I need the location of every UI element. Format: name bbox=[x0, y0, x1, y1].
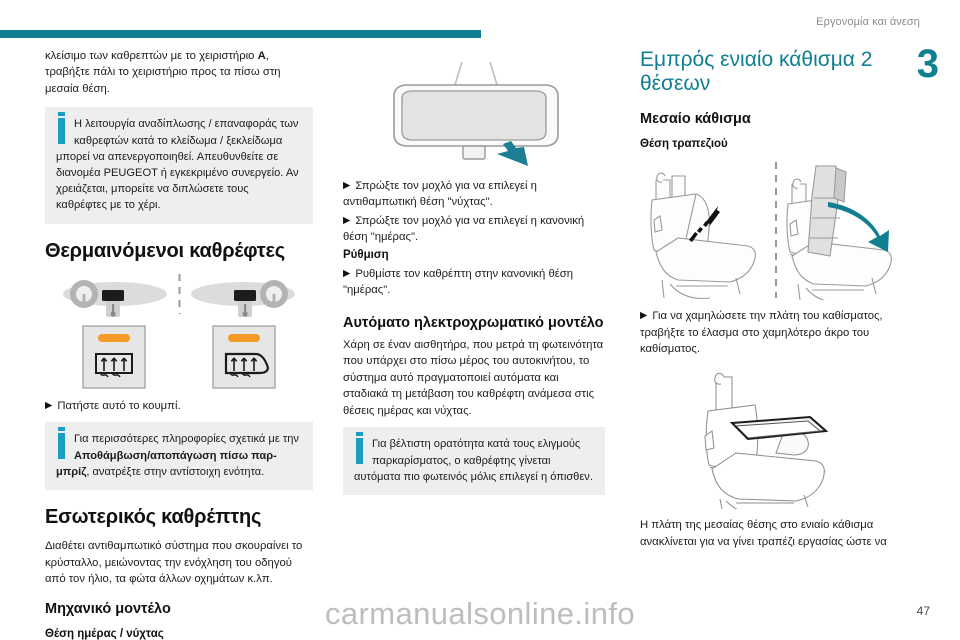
info-box-mirror-folding: Η λειτουργία αναδίπλωσης / επαναφοράς τω… bbox=[45, 107, 313, 224]
seat-backrest-folding-icon bbox=[786, 165, 892, 301]
label-table-position: Θέση τραπεζιού bbox=[640, 138, 728, 151]
label-day-night-position: Θέση ημέρας / νύχτας bbox=[45, 627, 164, 640]
action-lower-backrest: ▶Για να χαμηλώσετε την πλάτη του καθίσμα… bbox=[640, 308, 912, 357]
triangle-bullet-icon: ▶ bbox=[640, 310, 648, 322]
push-lever-arrow bbox=[497, 141, 528, 166]
label-adjustment: Ρύθμιση bbox=[343, 248, 389, 261]
subtitle-mechanical-model: Μηχανικό μοντέλο bbox=[45, 600, 171, 617]
running-header-title: Εργονομία και άνεση bbox=[816, 16, 920, 28]
info-box-reverse-brightening: Για βέλτιστη ορατότητα κατά τους ελιγμού… bbox=[343, 427, 605, 495]
info-text-before-bold: Για περισσότερες πληροφορίες σχετικά με … bbox=[74, 433, 299, 446]
rear-screen-demist-wiper-button-icon bbox=[211, 325, 276, 389]
action-press-button-label: Πατήστε αυτό το κουμπί. bbox=[57, 399, 181, 412]
pull-strap-arrow bbox=[689, 206, 720, 243]
control-label-a: A bbox=[257, 50, 266, 62]
action-press-button: ▶ Πατήστε αυτό το κουμπί. bbox=[45, 398, 313, 414]
rhd-dashboard-icon bbox=[190, 279, 295, 317]
chapter-heading-front-bench-seat: Εμπρός ενιαίο κάθισμα 2 θέσεων bbox=[640, 48, 873, 95]
lhd-dashboard-icon bbox=[62, 279, 167, 317]
rear-screen-demist-button-icon bbox=[81, 325, 146, 389]
info-text-after-bold: , ανατρέξτε στην αντίστοιχη ενότητα. bbox=[86, 465, 265, 478]
triangle-bullet-icon: ▶ bbox=[45, 399, 53, 411]
info-box-reverse-brightening-text: Για βέλτιστη ορατότητα κατά τους ελιγμού… bbox=[354, 438, 593, 483]
action-adjust-mirror: ▶Ρυθμίστε τον καθρέπτη στην κανονική θέσ… bbox=[343, 266, 605, 299]
electrochromic-paragraph: Χάρη σε έναν αισθητήρα, που μετρά τη φωτ… bbox=[343, 338, 604, 417]
subtitle-middle-seat: Μεσαίο κάθισμα bbox=[640, 111, 751, 128]
action-adjust-mirror-label: Ρυθμίστε τον καθρέπτη στην κανονική θέση… bbox=[343, 267, 574, 297]
column-right: Εμπρός ενιαίο κάθισμα 2 θέσεων Μεσαίο κά… bbox=[640, 48, 912, 630]
closing-paragraph: Η πλάτη της μεσαίας θέσης στο ενιαίο κάθ… bbox=[640, 519, 887, 548]
rear-view-mirror-figure bbox=[343, 58, 605, 170]
info-i-icon bbox=[356, 432, 363, 465]
info-text-bold: Αποθάμβωση/αποπάγωση πίσω παρ-μπρίζ bbox=[56, 449, 277, 478]
info-i-icon bbox=[58, 112, 65, 145]
header-rule bbox=[0, 30, 481, 38]
column-left: κλείσιμο των καθρεπτών με το χειριστήριο… bbox=[45, 48, 313, 640]
triangle-bullet-icon: ▶ bbox=[343, 267, 351, 279]
backrest-folding-arrow bbox=[828, 202, 889, 253]
section-title-interior-mirror: Εσωτερικός καθρέπτης bbox=[45, 506, 262, 529]
seat-as-table-figure bbox=[640, 371, 912, 510]
page-number: 47 bbox=[916, 604, 930, 618]
action-select-day-position-label: Σπρώξτε τον μοχλό για να επιλεγεί η κανο… bbox=[343, 214, 585, 244]
action-select-night-position: ▶Σπρώξτε τον μοχλό για να επιλεγεί η αντ… bbox=[343, 178, 605, 211]
chapter-number: 3 bbox=[916, 42, 939, 86]
seat-pull-strap-icon bbox=[650, 172, 756, 300]
section-title-heated-mirrors: Θερμαινόμενοι καθρέφτες bbox=[45, 239, 285, 262]
action-select-night-position-label: Σπρώξτε τον μοχλό για να επιλεγεί η αντι… bbox=[343, 180, 537, 209]
heated-mirrors-figure bbox=[45, 272, 313, 390]
action-lower-backrest-label: Για να χαμηλώσετε την πλάτη του καθίσματ… bbox=[640, 310, 883, 355]
column-middle: ▶Σπρώξτε τον μοχλό για να επιλεγεί η αντ… bbox=[343, 48, 605, 630]
triangle-bullet-icon: ▶ bbox=[343, 214, 351, 226]
info-i-icon bbox=[58, 427, 65, 460]
middle-seat-folding-figure bbox=[640, 160, 912, 301]
info-box-mirror-folding-text: Η λειτουργία αναδίπλωσης / επαναφοράς τω… bbox=[56, 118, 299, 212]
info-box-rear-screen-demist: Για περισσότερες πληροφορίες σχετικά με … bbox=[45, 422, 313, 491]
continuation-paragraph: κλείσιμο των καθρεπτών με το χειριστήριο… bbox=[45, 50, 281, 95]
interior-mirror-paragraph: Διαθέτει αντιθαμπωτικό σύστημα που σκουρ… bbox=[45, 540, 303, 586]
triangle-bullet-icon: ▶ bbox=[343, 180, 351, 191]
action-select-day-position: ▶Σπρώξτε τον μοχλό για να επιλεγεί η καν… bbox=[343, 213, 605, 246]
work-table-top bbox=[729, 416, 829, 441]
subtitle-electrochromic-model: Αυτόματο ηλεκτροχρωματικό μοντέλο bbox=[343, 314, 604, 331]
